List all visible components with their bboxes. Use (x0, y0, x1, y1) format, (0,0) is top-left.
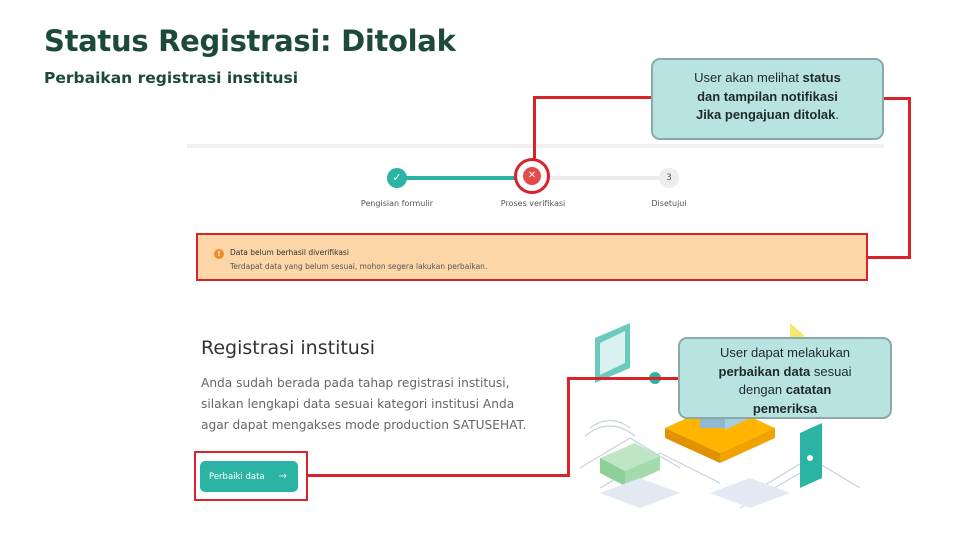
connector-line (308, 474, 570, 477)
connector-line (884, 97, 910, 100)
fix-data-button[interactable]: Perbaiki data → (200, 461, 298, 492)
warning-icon: ! (214, 249, 224, 259)
callout-text: sesuai (810, 363, 852, 379)
rejection-alert: ! Data belum berhasil diverifikasi Terda… (196, 233, 868, 281)
callout-status-notification: User akan melihat status dan tampilan no… (651, 58, 884, 140)
check-icon: ✓ (387, 168, 407, 188)
stepper-track-pending (533, 176, 669, 180)
connector-line (533, 96, 651, 99)
callout-text: User akan melihat (694, 70, 803, 85)
callout-fix-data: User dapat melakukan perbaikan data sesu… (678, 337, 892, 419)
cross-icon: ✕ (523, 167, 541, 185)
callout-text: User dapat melakukan (719, 345, 851, 360)
callout-bold-text: pemeriksa (752, 400, 818, 416)
step-number: 3 (659, 168, 679, 188)
connector-line (567, 377, 678, 380)
callout-bold-text: dan tampilan notifikasi (697, 88, 838, 104)
step-label-approved: Disetujui (651, 199, 687, 208)
callout-text: . (835, 107, 840, 122)
connector-line (908, 97, 911, 259)
arrow-right-icon: → (278, 471, 288, 482)
step-label-verification: Proses verifikasi (500, 199, 566, 208)
callout-bold-text: catatan (785, 382, 832, 397)
alert-description: Terdapat data yang belum sesuai, mohon s… (230, 262, 488, 271)
callout-bold-text: perbaikan data (718, 363, 811, 379)
slide-subtitle: Perbaikan registrasi institusi (44, 69, 299, 87)
alert-title: Data belum berhasil diverifikasi (230, 248, 349, 257)
fix-data-button-label: Perbaiki data (209, 472, 265, 482)
connector-line (868, 256, 911, 259)
section-description: Anda sudah berada pada tahap registrasi … (201, 376, 527, 432)
button-highlight-frame (194, 451, 308, 501)
section-title: Registrasi institusi (201, 337, 376, 359)
callout-bold-text: status (802, 70, 841, 85)
slide-title: Status Registrasi: Ditolak (44, 24, 456, 58)
step-label-form: Pengisian formulir (360, 199, 434, 208)
stepper-track-completed (397, 176, 533, 180)
connector-line (533, 96, 536, 159)
callout-text: dengan (738, 382, 786, 397)
connector-line (567, 377, 570, 477)
callout-bold-text: Jika pengajuan ditolak (695, 107, 836, 122)
